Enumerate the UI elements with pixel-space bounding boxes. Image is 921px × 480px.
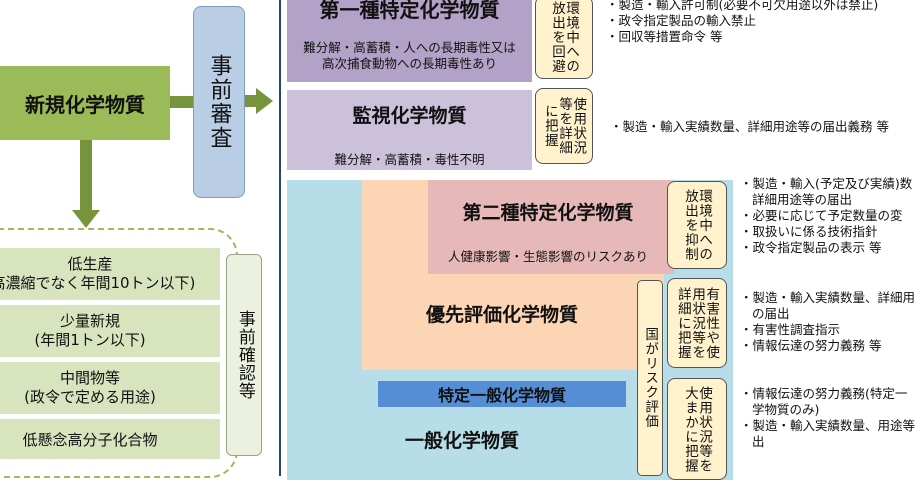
class1-note: ・製造・輸入許可制(必要不可欠用途以外は禁止)	[606, 0, 879, 12]
priority-note: ・有害性調査指示	[740, 322, 841, 337]
class2-title: 第二種特定化学物質	[462, 202, 634, 224]
monitor-note: ・製造・輸入実績数量、詳細用途等の届出義務 等	[610, 119, 889, 134]
class2-action-label: 環境中への放出を抑制	[667, 181, 727, 269]
class2-note: ・政令指定製品の表示 等	[740, 240, 882, 255]
arrow-to-categories	[245, 95, 257, 107]
class1-desc-1: 難分解・高蓄積・人への長期毒性又は	[303, 40, 516, 55]
exemption-line1: 中間物等	[59, 369, 120, 387]
class2-note: ・取扱いに係る技術指針	[740, 224, 878, 239]
monitor-notes: ・製造・輸入実績数量、詳細用途等の届出義務 等	[610, 119, 889, 135]
exemption-line1: 低懸念高分子化合物	[22, 430, 158, 449]
class1-box	[287, 0, 532, 82]
exemption-line2: (政令で定める用途)	[24, 388, 156, 406]
general-note: ・製造・輸入実績数量、用途等	[740, 418, 916, 433]
arrow-down	[80, 140, 92, 212]
class1-note: ・回収等措置命令 等	[606, 29, 723, 44]
class1-notes: ・製造・輸入許可制(必要不可欠用途以外は禁止) ・政令指定製品の輸入禁止 ・回収…	[606, 0, 878, 45]
general-action-label: 使用状況等を大まかに把握	[667, 378, 727, 480]
pre-review-label: 事前審査	[206, 54, 232, 150]
class2-notes: ・製造・輸入(予定及び実績)数 詳細用途等の届出 ・必要に応じて予定数量の変 ・…	[740, 176, 912, 256]
class2-box	[428, 180, 674, 274]
monitor-desc: 難分解・高蓄積・毒性不明	[334, 152, 485, 167]
specified-general-label: 特定一般化学物質	[437, 386, 566, 405]
general-title: 一般化学物質	[404, 430, 519, 452]
priority-note: ・情報伝達の努力義務 等	[740, 338, 882, 353]
arrow-down-head	[72, 210, 100, 228]
exemption-item: 少量新規 (年間1トン以下)	[0, 305, 220, 357]
exemption-line1: 少量新規	[59, 312, 120, 330]
general-note: 出	[752, 434, 765, 449]
priority-notes: ・製造・輸入実績数量、詳細用 の届出 ・有害性調査指示 ・情報伝達の努力義務 等	[740, 290, 915, 354]
class2-note: ・必要に応じて予定数量の変	[740, 208, 903, 223]
priority-risk-label: 国がリスク評価	[637, 280, 663, 476]
general-note: 学物質のみ)	[752, 402, 820, 417]
specified-general-box: 特定一般化学物質	[378, 381, 626, 407]
class2-desc: 人健康影響・生態影響のリスクあり	[447, 249, 648, 264]
class1-desc-2: 高次捕食動物への長期毒性あり	[321, 56, 497, 71]
exemption-item: 低懸念高分子化合物	[0, 419, 220, 459]
monitor-action-label: 使用状況等を詳細に把握	[535, 88, 593, 164]
priority-title: 優先評価化学物質	[425, 304, 578, 326]
priority-note: の届出	[752, 306, 790, 321]
class1-title: 第一種特定化学物質	[319, 0, 500, 22]
class2-note: ・製造・輸入(予定及び実績)数	[740, 176, 913, 191]
exemption-item: 中間物等 (政令で定める用途)	[0, 362, 220, 414]
divider-line	[279, 0, 281, 476]
pre-confirm-box: 事前確認等	[226, 254, 262, 456]
new-substance-label: 新規化学物質	[25, 92, 145, 117]
priority-note: ・製造・輸入実績数量、詳細用	[740, 290, 916, 305]
exemption-line2: (高濃縮でなく年間10トン以下)	[0, 274, 196, 292]
class1-note: ・政令指定製品の輸入禁止	[606, 13, 757, 28]
exemption-line2: (年間1トン以下)	[34, 331, 146, 349]
class1-action-label: 環境中への放出を回避	[535, 0, 593, 79]
exemption-item: 低生産 (高濃縮でなく年間10トン以下)	[0, 248, 220, 300]
pre-confirm-label: 事前確認等	[234, 310, 255, 400]
class2-note: 詳細用途等の届出	[752, 192, 853, 207]
general-notes: ・情報伝達の努力義務(特定一 学物質のみ) ・製造・輸入実績数量、用途等 出	[740, 386, 915, 450]
general-note: ・情報伝達の努力義務(特定一	[740, 386, 908, 401]
exemption-line1: 低生産	[67, 255, 113, 273]
monitor-box	[287, 90, 532, 170]
pre-review-box: 事前審査	[193, 6, 245, 198]
priority-action-label: 有害性や使用状況等を詳細に把握	[667, 278, 727, 368]
arrow-to-review	[170, 96, 194, 108]
arrow-to-categories-head	[256, 88, 273, 114]
new-substance-box: 新規化学物質	[0, 66, 170, 140]
monitor-title: 監視化学物質	[352, 105, 467, 127]
